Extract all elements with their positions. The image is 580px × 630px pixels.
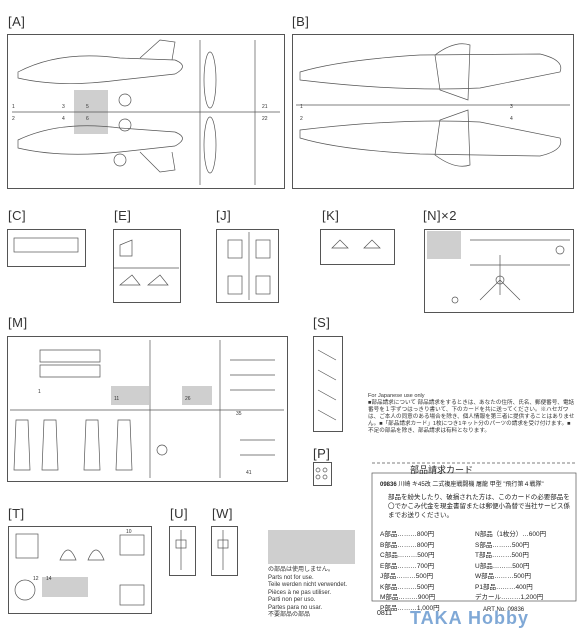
- notice-line: 不要部品の部品: [268, 612, 311, 618]
- section-label-k: [K]: [322, 208, 340, 223]
- svg-text:1: 1: [12, 104, 15, 110]
- svg-text:1: 1: [300, 104, 303, 110]
- sprue-w-frame: [211, 526, 238, 576]
- section-label-c: [C]: [8, 208, 27, 223]
- svg-text:11: 11: [114, 396, 119, 402]
- section-label-e: [E]: [114, 208, 132, 223]
- parts-left-row: E部品………700円: [380, 562, 435, 570]
- parts-right-row: T部品………500円: [475, 552, 529, 559]
- svg-text:2: 2: [300, 116, 303, 122]
- svg-text:3: 3: [510, 104, 513, 110]
- parts-price-table: A部品………800円 N部品（1枚分）…600円 B部品………800円 S部品…………: [380, 530, 570, 614]
- svg-text:41: 41: [246, 470, 252, 476]
- svg-text:12: 12: [33, 576, 39, 582]
- notice-line: Parts not for use.: [268, 574, 314, 581]
- parts-left-row: K部品………500円: [380, 583, 435, 591]
- svg-text:35: 35: [236, 411, 242, 417]
- unused-parts-swatch: [268, 530, 355, 564]
- section-label-n: [N]×2: [423, 208, 457, 223]
- sprue-u-frame: [169, 526, 196, 576]
- svg-text:26: 26: [185, 396, 191, 402]
- notice-line: の部品は使用しません。: [268, 567, 334, 573]
- notice-line: Partes para no usar.: [268, 604, 323, 611]
- unused-part-t14: [42, 577, 88, 597]
- unused-part-n: [427, 231, 461, 259]
- notice-line: Teile werden nicht verwendet.: [268, 582, 348, 588]
- svg-text:4: 4: [62, 116, 65, 122]
- sprue-c-frame: [7, 229, 86, 267]
- parts-left-row: B部品………800円: [380, 541, 435, 549]
- sprue-k-frame: [320, 229, 395, 265]
- card-title: 部品請求カード: [410, 465, 474, 475]
- parts-request-card: 部品請求カード 09836 川崎 キ45改 二式複座戦闘機 屠龍 甲型 "飛行第…: [370, 455, 578, 625]
- sprue-e-frame: [113, 229, 181, 303]
- notice-line: Pièces à ne pas utiliser.: [268, 589, 332, 596]
- parts-left-row: A部品………800円: [380, 531, 435, 538]
- sprue-t-frame: [8, 526, 152, 614]
- parts-right-row: S部品………500円: [475, 541, 530, 549]
- card-body-text: 部品を紛失したり、破損された方は、このカードの必要部品を〇でかこみ代金を現金書留…: [388, 494, 570, 519]
- sprue-s-frame: [313, 336, 343, 432]
- section-label-w: [W]: [212, 506, 233, 521]
- svg-text:4: 4: [510, 116, 513, 122]
- parts-right-row: デカール………1,200円: [475, 594, 544, 601]
- japanese-use-note: For Japanese use only: [368, 393, 425, 399]
- sprue-b-frame: [292, 34, 574, 189]
- unused-part-m26: [182, 386, 212, 405]
- section-label-m: [M]: [8, 315, 28, 330]
- unused-part-m11: [111, 386, 149, 405]
- sprue-j-frame: [216, 229, 279, 303]
- svg-text:5: 5: [86, 104, 89, 110]
- card-code: 09836 川崎 キ45改 二式複座戦闘機 屠龍 甲型 "飛行第４戦隊": [380, 479, 544, 488]
- japanese-instructions: ■部品請求について 部品請求をするときは、あなたの住所、氏名、郵便番号、電話番号…: [368, 400, 575, 434]
- sprue-a-frame: [7, 34, 285, 189]
- section-label-p: [P]: [313, 446, 331, 461]
- section-label-j: [J]: [216, 208, 232, 223]
- parts-right-row: N部品（1枚分）…600円: [475, 531, 547, 538]
- parts-left-row: M部品………900円: [380, 594, 436, 601]
- card-code-number: 09836: [380, 482, 397, 488]
- parts-left-row: P部品………1,000円: [380, 604, 440, 612]
- parts-left-row: J部品………500円: [380, 573, 434, 580]
- section-label-a: [A]: [8, 14, 26, 29]
- watermark-text: TAKA Hobby: [410, 608, 529, 628]
- card-code-label: 川崎 キ45改 二式複座戦闘機 屠龍 甲型 "飛行第４戦隊": [398, 482, 544, 488]
- section-label-b: [B]: [292, 14, 310, 29]
- svg-text:14: 14: [46, 576, 52, 582]
- section-label-s: [S]: [313, 315, 331, 330]
- parts-left-row: C部品………500円: [380, 552, 435, 559]
- svg-text:21: 21: [262, 104, 268, 110]
- svg-text:1: 1: [38, 389, 41, 395]
- page-code: 0811: [377, 610, 393, 617]
- parts-right-row: P1部品………400円: [475, 583, 533, 591]
- art-number: ART No. 09836: [483, 607, 525, 613]
- svg-text:6: 6: [86, 116, 89, 122]
- unused-parts-notice: の部品は使用しません。 Parts not for use. Teile wer…: [268, 567, 347, 620]
- parts-right-row: W部品………500円: [475, 573, 531, 580]
- section-label-t: [T]: [8, 506, 25, 521]
- section-label-u: [U]: [170, 506, 189, 521]
- parts-request-info: For Japanese use only ■部品請求について 部品請求をすると…: [368, 393, 576, 435]
- svg-text:3: 3: [62, 104, 65, 110]
- svg-text:10: 10: [126, 529, 132, 535]
- svg-text:22: 22: [262, 116, 268, 122]
- svg-text:2: 2: [12, 116, 15, 122]
- notice-line: Parti non per uso.: [268, 597, 316, 603]
- parts-right-row: U部品………500円: [475, 562, 530, 570]
